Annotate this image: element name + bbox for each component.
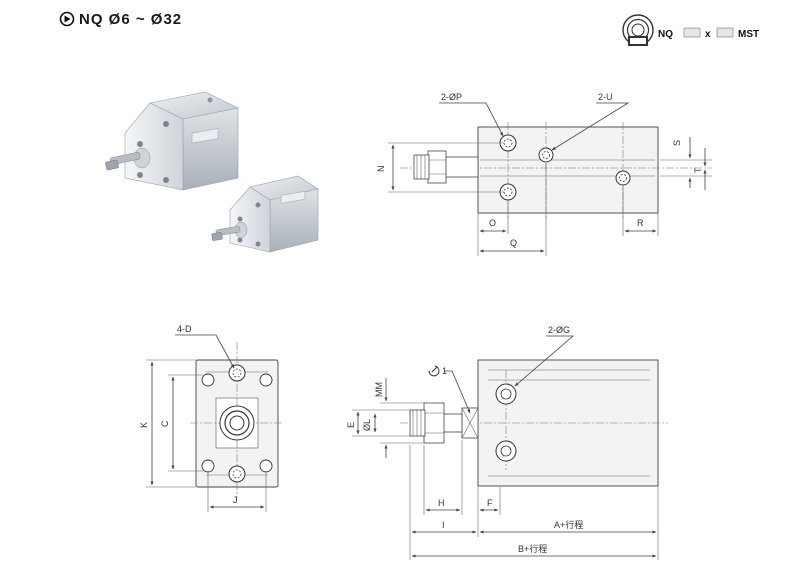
corner-hole <box>201 373 215 387</box>
label-ØL: ØL <box>362 419 372 431</box>
order-code: NQ x MST <box>622 14 759 46</box>
hole <box>228 364 246 382</box>
label-T: T <box>693 167 703 173</box>
corner-hole <box>259 373 273 387</box>
order-suffix: MST <box>738 29 759 40</box>
label-H: H <box>438 498 445 508</box>
hole <box>228 465 246 483</box>
label-Q: Q <box>510 238 517 248</box>
label-N: N <box>376 166 386 173</box>
top-view-drawing: 2-ØP 2-U N S T O Q R <box>376 92 712 256</box>
hole <box>495 383 517 405</box>
play-circle-icon <box>59 11 75 27</box>
label-C: C <box>160 420 170 427</box>
label-B-stroke: B+行程 <box>518 543 547 554</box>
corner-hole <box>259 459 273 473</box>
label-I: I <box>442 520 445 530</box>
rod-end <box>219 405 255 441</box>
product-photo-small <box>211 175 319 253</box>
label-MM: MM <box>374 382 384 397</box>
front-view-drawing: 4-D K C J <box>139 324 284 512</box>
label-O: O <box>489 218 496 228</box>
corner-hole <box>201 459 215 473</box>
order-prefix: NQ <box>658 29 673 40</box>
label-2-U: 2-U <box>598 92 613 102</box>
label-S: S <box>672 140 682 146</box>
series-logo-icon <box>622 14 654 46</box>
order-box-1 <box>683 27 701 38</box>
hole <box>615 170 631 186</box>
label-K: K <box>139 422 149 428</box>
label-2-ØG: 2-ØG <box>548 325 570 335</box>
order-sep: x <box>705 29 711 40</box>
page-title: NQ Ø6 ~ Ø32 <box>79 11 182 28</box>
product-photo-large <box>105 91 239 191</box>
label-wrench-count: 1 <box>442 366 447 376</box>
label-E: E <box>346 422 356 428</box>
order-box-2 <box>716 27 734 38</box>
label-J: J <box>233 495 238 505</box>
label-R: R <box>637 218 644 228</box>
side-view-drawing: 2-ØG 1 MM E ØL H F I A+行程 B+行程 <box>346 325 668 560</box>
title-block: NQ Ø6 ~ Ø32 <box>59 11 182 28</box>
hole <box>495 440 517 462</box>
label-4-D: 4-D <box>177 324 192 334</box>
label-A-stroke: A+行程 <box>554 519 583 530</box>
label-2-ØP: 2-ØP <box>441 92 462 102</box>
wrench-icon <box>428 365 440 377</box>
label-F: F <box>487 498 493 508</box>
hole <box>538 147 554 163</box>
